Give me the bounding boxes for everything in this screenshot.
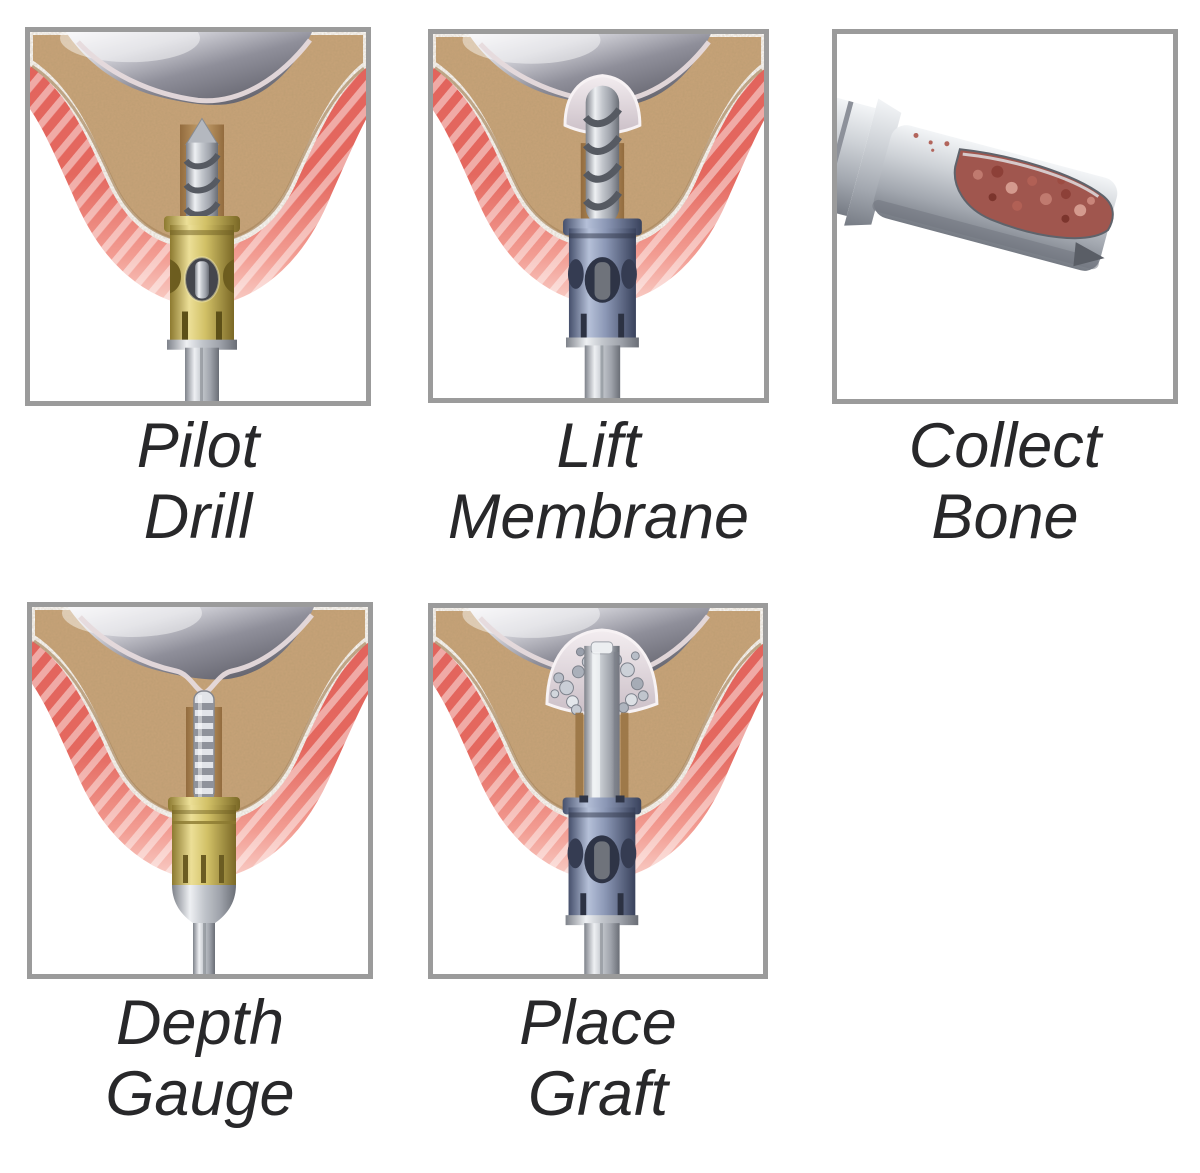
instrument-shaft — [193, 923, 215, 974]
gauge-guide-yellow — [168, 797, 240, 885]
panel-collect-bone — [832, 29, 1178, 404]
caption-line: Lift — [556, 411, 641, 481]
caption-pilot-drill: Pilot Drill — [25, 411, 371, 553]
panel-lift-membrane — [428, 29, 769, 403]
channel-wall — [575, 712, 584, 813]
caption-collect-bone: Collect Bone — [832, 411, 1178, 553]
caption-lift-membrane: Lift Membrane — [428, 411, 769, 553]
graft-plunger-rod — [584, 641, 620, 802]
sinus-membrane — [76, 38, 312, 104]
caption-place-graft: Place Graft — [428, 988, 768, 1130]
sinus-cavity — [60, 32, 312, 105]
depth-gauge-illustration — [32, 607, 368, 974]
caption-depth-gauge: Depth Gauge — [27, 988, 373, 1130]
pilot-drill-illustration — [30, 32, 366, 401]
panel-depth-gauge — [27, 602, 373, 979]
pilot-drill-bit — [183, 117, 221, 224]
caption-line: Drill — [143, 482, 253, 552]
panel-place-graft — [428, 603, 768, 979]
caption-line: Depth — [115, 988, 285, 1058]
place-graft-illustration — [433, 608, 763, 974]
handpiece-taper — [172, 885, 236, 923]
instrument-shaft — [584, 923, 620, 974]
lift-drill-bit — [583, 85, 622, 225]
graft-guide-blue — [562, 795, 642, 926]
bone-collecting-drill — [837, 86, 1118, 271]
caption-line: Gauge — [105, 1059, 295, 1129]
drill-guide-blue — [563, 218, 642, 348]
caption-line: Pilot — [136, 411, 260, 481]
channel-wall — [620, 712, 629, 813]
caption-line: Place — [519, 988, 677, 1058]
collected-bone-granules — [972, 165, 1095, 223]
panel-pilot-drill — [25, 27, 371, 406]
instrument-shaft — [185, 347, 219, 401]
drill-collar — [844, 98, 902, 226]
instrument-shaft — [584, 345, 621, 398]
drill-tip-notch — [1073, 242, 1105, 267]
sinus-cavity — [62, 607, 314, 696]
depth-gauge-pin — [193, 690, 215, 802]
caption-line: Graft — [527, 1059, 669, 1129]
caption-line: Bone — [931, 482, 1079, 552]
lift-membrane-illustration — [433, 34, 764, 398]
drill-guide-yellow — [164, 215, 240, 350]
collect-bone-illustration — [837, 86, 1118, 271]
caption-line: Membrane — [447, 482, 750, 552]
caption-line: Collect — [908, 411, 1102, 481]
